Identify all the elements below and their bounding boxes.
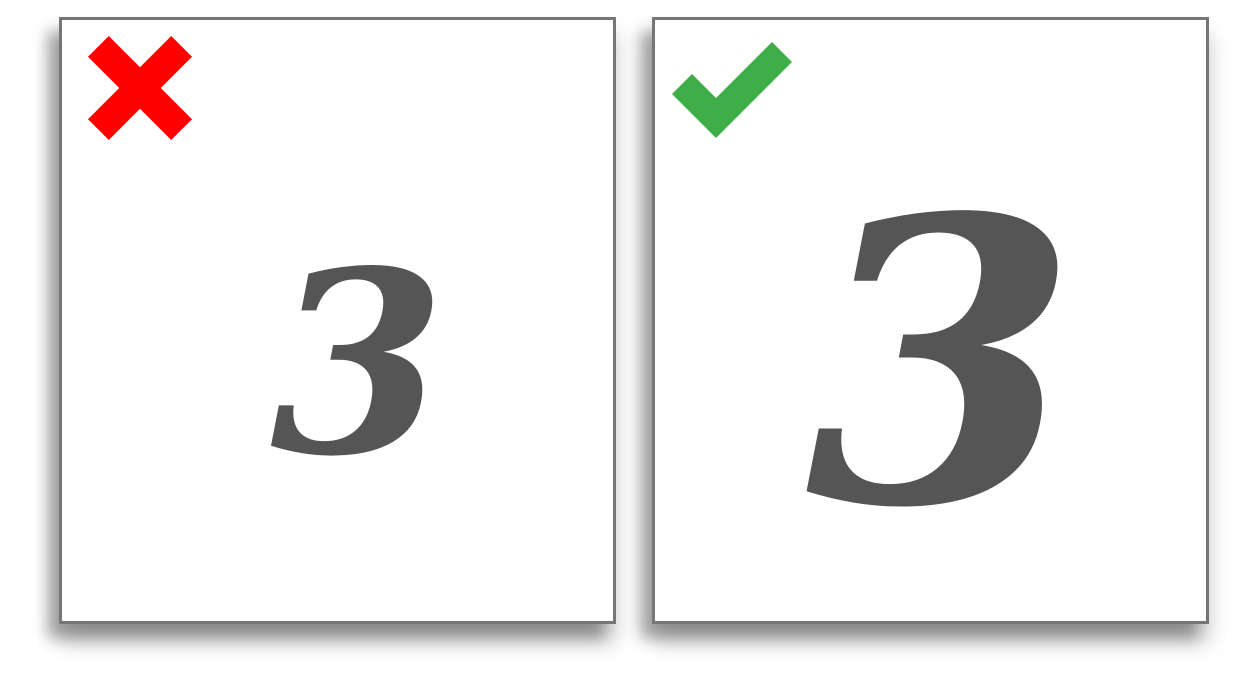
cross-icon <box>88 36 192 140</box>
bad-example-panel: 3 <box>59 17 616 624</box>
digit-small: 3 <box>270 216 446 512</box>
digit-large: 3 <box>805 134 1078 594</box>
checkmark-icon <box>672 42 792 138</box>
good-example-panel: 3 <box>652 17 1209 624</box>
